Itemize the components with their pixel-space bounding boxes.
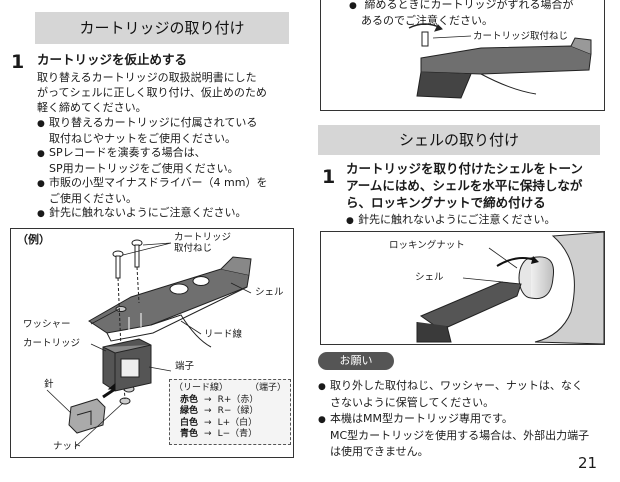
- wire-table-row: 緑色→R−（緑）: [180, 406, 259, 416]
- step-heading: カートリッジを取り付けたシェルをトーン アームにはめ、シェルを水平に保持しなが …: [346, 161, 583, 210]
- locking-nut-label: ロッキングナット: [389, 240, 465, 251]
- bullet-item: 針先に触れないようにご注意ください。: [37, 206, 287, 222]
- washer-icon: [115, 306, 127, 312]
- lead-wire-label: リード線: [204, 329, 243, 340]
- section-title-text: カートリッジの取り付け: [79, 19, 245, 37]
- wire-table-row: 白色→L+（白）: [180, 417, 258, 428]
- wire-color-table: （リード線）（端子） 赤色→R+（赤） 緑色→R−（緑） 白色→L+（白） 青色…: [169, 379, 291, 445]
- cartridge-label: カートリッジ: [23, 338, 81, 349]
- cartridge-icon: [102, 338, 152, 392]
- notice-item: 本機はMM型カートリッジ専用です。MC型カートリッジを使用する場合は、外部出力端…: [318, 411, 608, 460]
- screwdriver-icon: [408, 23, 443, 47]
- wire-table-row: 赤色→R+（赤）: [180, 394, 259, 405]
- washer-label: ワッシャー: [23, 319, 71, 330]
- section-title-shell: シェルの取り付け: [318, 125, 600, 155]
- screw-label-top: カートリッジ取付ねじ: [473, 31, 569, 42]
- step-number: 1: [11, 51, 25, 73]
- section-title-text: シェルの取り付け: [398, 131, 519, 149]
- wire-table-row: 青色→L−（青）: [180, 429, 258, 439]
- step-bullet: 針先に触れないようにご注意ください。: [346, 213, 616, 229]
- screw-tightening-drawing: [408, 23, 592, 99]
- step-number: 1: [322, 166, 336, 188]
- terminal-label: 端子: [175, 361, 195, 372]
- section-title-cartridge: カートリッジの取り付け: [35, 12, 289, 44]
- notice-badge: お願い: [318, 352, 394, 370]
- figure-cartridge-assembly: （例） カートリッジ取付ねじ シェル ワッシャー リード線 カートリッジ 端子 …: [10, 228, 294, 458]
- page-number: 21: [578, 454, 598, 472]
- assembly-drawing: [46, 239, 252, 448]
- shell-label: シェル: [255, 287, 284, 298]
- bullet-item: 市販の小型マイナスドライバー（4 mm）をご使用ください。: [37, 176, 287, 206]
- nut-label: ナット: [53, 441, 82, 452]
- hand-icon: [530, 256, 555, 300]
- stylus-label: 針: [44, 379, 54, 390]
- example-label: （例）: [17, 233, 50, 246]
- figure-locking-nut: ロッキングナット シェル: [320, 231, 605, 345]
- step-body: 取り替えるカートリッジの取扱説明書にした がってシェルに正しく取り付け、仮止めの…: [37, 71, 267, 114]
- cartridge-shell-icon: [416, 37, 592, 99]
- tonearm-base-icon: [534, 232, 604, 344]
- shell-label-right: シェル: [415, 272, 444, 283]
- rotate-arrow-icon: [496, 257, 536, 267]
- screw-label: カートリッジ取付ねじ: [174, 232, 232, 254]
- step-heading: カートリッジを仮止めする: [37, 52, 188, 67]
- stylus-icon: [68, 398, 106, 434]
- shell-icon: [88, 256, 252, 348]
- bullet-item: SPレコードを演奏する場合は、SP用カートリッジをご使用ください。: [37, 146, 287, 176]
- insert-arrow-icon: [102, 387, 116, 399]
- wire-table-header: （リード線）（端子）: [174, 383, 286, 393]
- shell-icon: [419, 281, 522, 331]
- locking-nut-drawing: [416, 232, 604, 344]
